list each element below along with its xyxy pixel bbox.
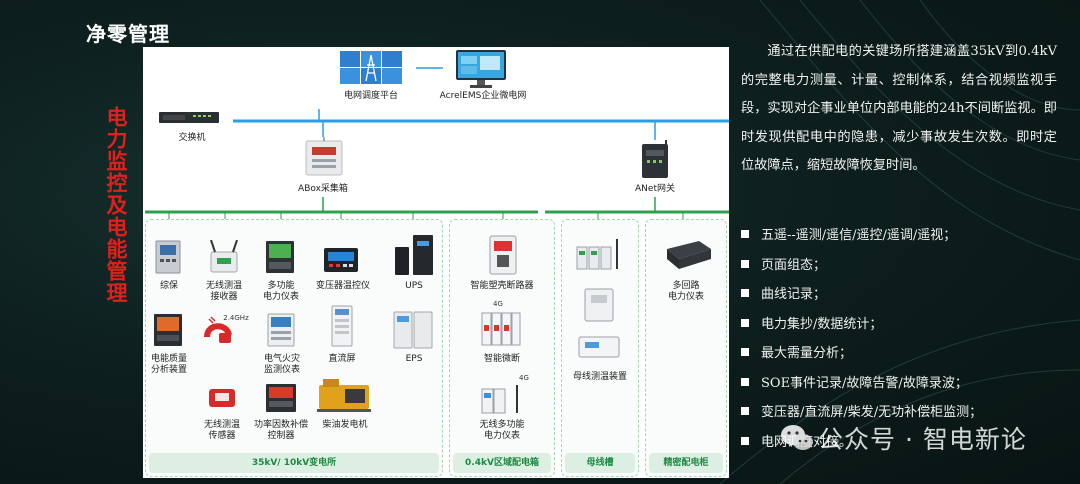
- power-quality-analyzer: [153, 313, 183, 347]
- square-bullet-icon: [741, 259, 749, 268]
- device-label: 多功能 电力仪表: [262, 281, 299, 302]
- device-label: 无线测温 接收器: [205, 281, 242, 302]
- footer-busway: 母线槽: [565, 453, 635, 473]
- device-label: 母线测温装置: [572, 372, 627, 382]
- abox-label: ABox采集箱: [298, 184, 348, 194]
- smart-mccb: [489, 235, 517, 275]
- 4g-tag: 4G: [519, 374, 529, 382]
- background-decoration: [720, 0, 1080, 484]
- device-label: 多回路 电力仪表: [667, 281, 704, 302]
- power-factor-controller: [265, 383, 297, 413]
- side-label: 电力监控及电能管理: [104, 106, 129, 304]
- square-bullet-icon: [741, 289, 749, 297]
- grid-dispatch-screen: [340, 51, 402, 85]
- anet-label: ANet网关: [635, 184, 675, 194]
- device-label: 柴油发电机: [322, 420, 368, 430]
- device-label: 智能微断: [483, 354, 520, 364]
- description-paragraph: 通过在供配电的关键场所搭建涵盖35kV到0.4kV的完整电力测量、计量、控制体系…: [741, 44, 1057, 173]
- diesel-generator: [317, 377, 371, 413]
- square-bullet-icon: [741, 230, 749, 238]
- feature-item: 电力集抄/数据统计；: [741, 310, 1061, 340]
- grid-platform-label: 电网调度平台: [343, 91, 398, 101]
- protection-relay-device: [155, 240, 181, 274]
- electrical-fire-monitor: [267, 313, 295, 347]
- wireless-multifunction-meter: [481, 383, 525, 415]
- wireless-temp-sensor-red: [203, 313, 245, 347]
- feature-item: 页面组态；: [741, 251, 1061, 281]
- network-switch: [159, 112, 219, 123]
- device-label: 综保: [159, 281, 178, 291]
- busway-temp-module: [583, 287, 615, 323]
- feature-item: 五遥--遥测/遥信/遥控/遥调/遥视；: [741, 221, 1061, 251]
- device-label: 电气火灾 监测仪表: [263, 354, 300, 375]
- wireless-temp-receiver: [205, 240, 241, 274]
- busway-temp-device: [577, 333, 621, 361]
- wireless-freq-tag: 2.4GHz: [223, 314, 249, 322]
- device-label: UPS: [405, 281, 423, 291]
- feature-item: SOE事件记录/故障告警/故障录波；: [741, 369, 1061, 399]
- feature-item: 曲线记录；: [741, 280, 1061, 310]
- anet-gateway: [636, 140, 674, 180]
- device-label: 无线测温 传感器: [203, 420, 240, 441]
- footer-substation: 35kV/ 10kV变电所: [149, 453, 439, 473]
- square-bullet-icon: [741, 318, 749, 327]
- footer-cabinet: 精密配电柜: [649, 453, 723, 473]
- multifunction-meter: [265, 240, 295, 274]
- device-label: 功率因数补偿 控制器: [253, 420, 308, 441]
- page-title: 净零管理: [86, 22, 170, 46]
- dc-panel-device: [331, 305, 353, 347]
- device-label: 电能质量 分析装置: [150, 354, 187, 375]
- multi-circuit-meter: [663, 237, 713, 271]
- ems-monitor: [456, 50, 506, 88]
- wechat-icon: [781, 425, 813, 450]
- section-substation: [145, 219, 443, 477]
- device-label: EPS: [405, 354, 423, 364]
- device-label: 变压器温控仪: [315, 281, 370, 291]
- busway-wireless-device: [575, 237, 623, 271]
- eps-device: [393, 311, 433, 349]
- feature-item: 最大需量分析；: [741, 339, 1061, 369]
- footer-distribution: 0.4kV区域配电箱: [453, 453, 551, 473]
- transformer-temp-controller: [323, 247, 359, 273]
- device-label: 无线多功能 电力仪表: [479, 420, 525, 441]
- square-bullet-icon: [741, 377, 749, 386]
- feature-list: 五遥--遥测/遥信/遥控/遥调/遥视； 页面组态； 曲线记录； 电力集抄/数据统…: [741, 221, 1061, 457]
- smart-mcb: [481, 309, 521, 347]
- feature-item: 变压器/直流屏/柴发/无功补偿柜监测；: [741, 398, 1061, 428]
- device-label: 直流屏: [328, 354, 356, 364]
- abox-collector: [304, 137, 344, 177]
- switch-label: 交换机: [178, 133, 206, 143]
- device-label: 智能塑壳断路器: [470, 281, 534, 291]
- watermark: 公众号 · 智电新论: [780, 420, 1027, 456]
- 4g-tag: 4G: [493, 300, 503, 308]
- square-bullet-icon: [741, 436, 749, 445]
- system-diagram: 电网调度平台 AcrelEMS企业微电网 交换机 ABox采集箱: [143, 47, 729, 478]
- ups-device: [393, 233, 435, 275]
- watermark-text: 公众号 · 智电新论: [818, 425, 1027, 454]
- square-bullet-icon: [741, 348, 749, 356]
- ems-platform-label: AcrelEMS企业微电网: [439, 91, 527, 101]
- wireless-temp-sensor: [205, 383, 239, 413]
- square-bullet-icon: [741, 407, 749, 415]
